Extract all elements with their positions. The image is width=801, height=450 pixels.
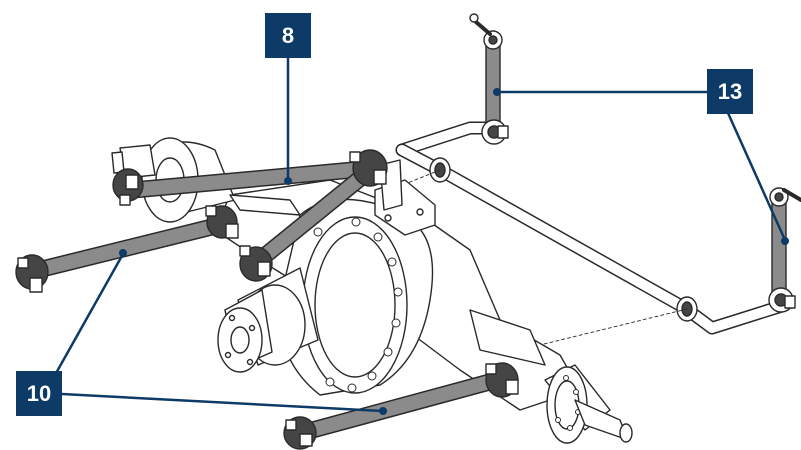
pinion-flange bbox=[217, 267, 319, 373]
lower-arm-bushing-right bbox=[485, 362, 519, 398]
leader-dot-13-b bbox=[781, 237, 789, 245]
callout-13-label: 13 bbox=[717, 78, 743, 104]
upper-a-arm bbox=[112, 149, 388, 282]
leader-dot-10-b bbox=[379, 407, 387, 415]
leader-dot-13-a bbox=[493, 88, 501, 96]
differential-mount-bracket bbox=[374, 159, 436, 236]
leader-dot-10-a bbox=[119, 249, 127, 257]
stabilizer-end-link-left bbox=[469, 13, 509, 145]
callout-8: 8 bbox=[265, 13, 311, 58]
stabilizer-bar bbox=[339, 121, 792, 346]
callout-13: 13 bbox=[707, 69, 753, 114]
leader-line-13-b bbox=[726, 111, 787, 242]
lower-control-arm-lower bbox=[283, 362, 519, 450]
a-arm-bushing-bottom bbox=[239, 245, 273, 282]
differential-housing bbox=[278, 159, 436, 396]
callout-8-label: 8 bbox=[281, 22, 295, 48]
stabilizer-end-link-right bbox=[768, 187, 801, 313]
leader-line-10-b bbox=[60, 392, 384, 413]
leader-dot-8 bbox=[284, 177, 292, 185]
a-arm-bushing-top bbox=[349, 149, 388, 187]
callout-10-label: 10 bbox=[26, 380, 52, 406]
lower-control-arm-upper bbox=[15, 205, 239, 293]
control-arm-bushing-left bbox=[15, 254, 49, 293]
lower-arm-bushing-left bbox=[283, 416, 317, 450]
control-arm-bushing-right bbox=[205, 205, 239, 239]
wheel-hub bbox=[544, 364, 633, 444]
a-arm-bushing-left bbox=[112, 168, 144, 206]
callout-10: 10 bbox=[16, 371, 62, 416]
leader-line-10-a bbox=[53, 252, 125, 377]
